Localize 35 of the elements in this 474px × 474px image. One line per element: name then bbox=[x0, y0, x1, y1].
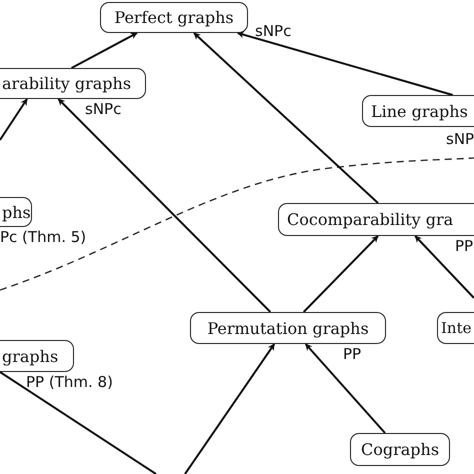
complexity-label: Pc (Thm. 5) bbox=[0, 228, 86, 246]
arrow bbox=[302, 235, 379, 313]
arrow bbox=[414, 235, 474, 299]
complexity-label: PP bbox=[343, 345, 362, 363]
rounded-node-box bbox=[190, 312, 386, 344]
node-label: Cocomparability gra bbox=[287, 210, 454, 229]
node-label: Inte bbox=[441, 319, 472, 337]
rounded-node-box bbox=[0, 340, 74, 372]
arrow bbox=[304, 343, 386, 434]
rounded-node-box bbox=[0, 68, 146, 99]
arrow bbox=[71, 32, 138, 69]
arrow bbox=[193, 32, 379, 204]
node-label: Perfect graphs bbox=[114, 8, 234, 27]
node-label: Permutation graphs bbox=[207, 318, 369, 338]
rounded-node-box bbox=[437, 312, 474, 344]
complexity-label: PP (Thm. 8) bbox=[26, 373, 113, 391]
arrow bbox=[0, 98, 28, 141]
node-label: phs bbox=[2, 202, 31, 222]
rounded-node-box bbox=[350, 433, 450, 466]
complexity-label: sNPc bbox=[85, 100, 122, 118]
rounded-node-box bbox=[362, 95, 474, 127]
complexity-label: sNPc bbox=[255, 22, 292, 40]
node-label: arability graphs bbox=[2, 74, 132, 93]
rounded-node-box bbox=[0, 197, 32, 227]
connector-line bbox=[0, 371, 157, 474]
node-label: Cographs bbox=[360, 440, 440, 459]
rounded-node-box bbox=[278, 203, 474, 236]
complexity-label: PP bbox=[455, 237, 474, 255]
node-label: Line graphs bbox=[371, 102, 468, 120]
arrow bbox=[184, 343, 276, 474]
arrow bbox=[58, 98, 272, 313]
complexity-label: sNP bbox=[446, 130, 474, 148]
rounded-node-box bbox=[100, 2, 248, 33]
node-label: graphs bbox=[2, 346, 58, 366]
arrow bbox=[236, 31, 453, 96]
